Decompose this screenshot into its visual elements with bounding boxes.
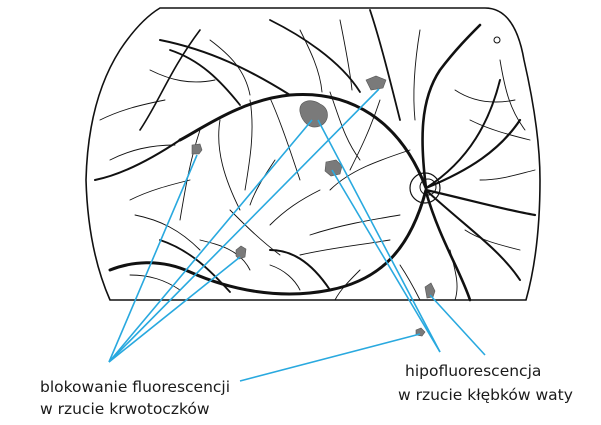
hemorrhage-1 (192, 144, 202, 154)
label-blocking-line2: w rzucie krwotoczków (40, 398, 210, 420)
label-hypo-line2: w rzucie kłębków waty (398, 384, 573, 406)
hemorrhage-2 (236, 246, 246, 259)
retinal-vessels-minor (100, 20, 535, 300)
leader-lines (109, 89, 485, 381)
retinal-vessels-major (95, 10, 535, 300)
label-blocking-line1: blokowanie fluorescencji (40, 376, 230, 398)
label-hypo-line1: hipofluorescencja (405, 360, 541, 382)
fundus-notch (494, 37, 500, 43)
cotton-wool-4 (366, 76, 386, 90)
cotton-wool-1 (300, 101, 328, 127)
